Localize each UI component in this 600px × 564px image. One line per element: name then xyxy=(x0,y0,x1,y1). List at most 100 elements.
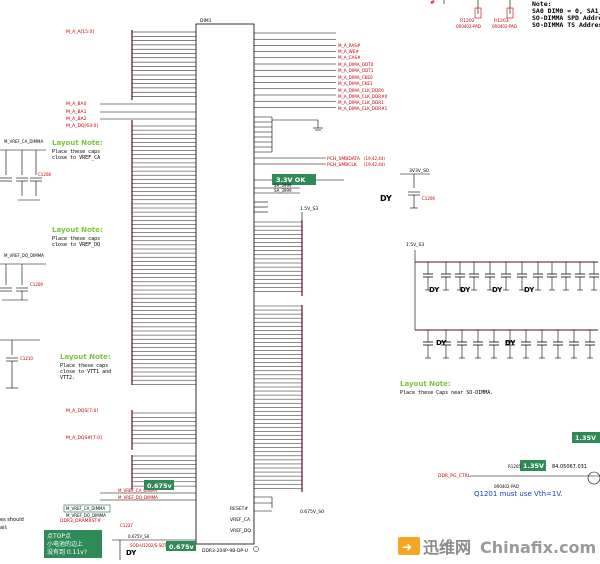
dy-label-4: DY xyxy=(492,286,503,294)
right-bottom-area: 1.35V 1.35V R1205 84.05067.031 DDR_PG_CT… xyxy=(438,432,600,498)
note-line-2: SO-DIMMA SPD Address is 0xA0 xyxy=(532,14,600,22)
cap-c1208: C1208 xyxy=(38,172,51,177)
r1206-label: 0R0402-PAD xyxy=(494,484,519,489)
left-net-labels: M_A_A[15:0] M_A_BA0 M_A_BA1 M_A_BA2 M_A_… xyxy=(66,29,102,441)
net-odt1: M_A_DIMA_ODT1 xyxy=(338,68,374,73)
cap-c1227: C1227 xyxy=(120,523,133,528)
layout-note-1-title: Layout Note: xyxy=(52,139,103,147)
smbclk-ref: (19,42,44) xyxy=(364,162,385,167)
smbus-area: PCH_SMBDATA PCH_SMBCLK (19,42,44) (19,42… xyxy=(254,156,385,213)
resistor-r1202: R1202 xyxy=(460,18,475,24)
sa0-label: SA_3999 xyxy=(274,183,292,188)
vtt-voltage-1: 0.675v xyxy=(147,482,173,490)
vtt-rail-bottom: 0.675V_S0 xyxy=(128,534,150,539)
resistor-pad-1: 0R0402-PAD xyxy=(456,24,481,29)
bottom-left-text-1: ail: xyxy=(0,525,8,531)
net-ba0: M_A_BA0 xyxy=(66,101,87,107)
chip-mount-icon xyxy=(253,546,259,552)
vtt-caps-left: C1210 xyxy=(0,339,40,389)
dm-ground xyxy=(254,116,323,153)
net-ba1: M_A_BA1 xyxy=(66,109,87,115)
layout-note-2-line-0: Place these caps xyxy=(52,236,100,242)
right-voltage-1: 1.35V xyxy=(575,434,596,442)
net-cas: M_A_CAS# xyxy=(338,55,361,60)
net-clk1: M_A_DIMA_CLK_DDR1 xyxy=(338,100,384,105)
right-voltage-box-2 xyxy=(520,460,546,471)
dy-label-3: DY xyxy=(460,286,471,294)
chip-part: DDR3-204P-9B-DP-U xyxy=(202,548,248,554)
chip-ref: DIM1 xyxy=(200,18,212,24)
sa1-label: SA_3999 xyxy=(274,188,292,193)
dy-label-6: DY xyxy=(436,339,447,347)
top-resistors: # R1202 R1203 0R0402-PAD 0R0402-PAD xyxy=(430,0,517,29)
cap-c1210: C1210 xyxy=(20,356,33,361)
watermark-cn: 迅维网 xyxy=(423,538,471,557)
net-dqs-n-bus: M_A_DQS#[7:0] xyxy=(66,435,102,441)
layout-note-1: Layout Note: Place these caps close to V… xyxy=(52,139,103,161)
vref-flag-box xyxy=(63,504,111,513)
reset-pin: RESET# xyxy=(230,506,248,512)
dy-label-1: DY xyxy=(380,194,392,203)
resistor-r1203: R1203 xyxy=(494,18,509,24)
net-smbclk: PCH_SMBCLK xyxy=(327,162,358,168)
vref-ca-left-label: M_VREF_CA_DIMMA xyxy=(4,139,43,144)
net-odt0: M_A_DIMA_ODT0 xyxy=(338,62,374,67)
vref-ca-pin: VREF_CA xyxy=(230,517,251,523)
layout-note-3: Layout Note: Place these caps close to V… xyxy=(60,353,111,381)
chinese-note-line-0: 点TOP点 xyxy=(47,532,71,540)
layout-note-3-title: Layout Note: xyxy=(60,353,111,361)
layout-note-4-title: Layout Note: xyxy=(400,380,451,388)
right-voltage-2: 1.35V xyxy=(523,462,544,470)
right-voltage-box-1 xyxy=(572,432,600,443)
net-we: M_A_WE# xyxy=(338,49,359,54)
part-number: 84.05067.031 xyxy=(552,464,587,470)
layout-note-2-title: Layout Note: xyxy=(52,226,103,234)
r1205-label: R1205 xyxy=(508,464,521,469)
spd-voltage: 3.3V OK xyxy=(276,176,306,184)
vdd-s0-label: 3V3V_S0 xyxy=(409,168,429,174)
layout-note-2-line-1: close to VREF_DQ xyxy=(52,242,100,248)
right-decoupling-caps: 1.5V_S3 DY DY DY DY DY DY xyxy=(406,242,599,359)
vdd-lines xyxy=(254,221,302,292)
spd-voltage-box xyxy=(272,174,316,185)
vtt-voltage-2: 0.675v xyxy=(169,543,195,551)
right-bus-lines xyxy=(254,32,336,108)
vref-dq-caps: M_VREF_DQ_DIMMA C1209 xyxy=(0,253,46,301)
watermark-en: Chinafix.com xyxy=(480,538,596,557)
layout-note-3-line-2: VTT2. xyxy=(60,375,75,381)
chinese-note-line-1: 小电池的边上 xyxy=(47,540,83,548)
ddr-reset-net: DDR3_DRAMRST# xyxy=(60,518,101,524)
bottom-vtt-area: RESET# VREF_CA VREF_DQ 0.675V_S0 M_VREF_… xyxy=(60,480,324,560)
header-note: Note: SA0 DIM0 = 0, SA1_DIM0 = 0 SO-DIMM… xyxy=(532,0,600,29)
bottom-left-text-0: es should xyxy=(0,517,24,523)
net-ras: M_A_RAS# xyxy=(338,43,361,48)
chinese-note-box: 点TOP点 小电池的边上 没有到 0.11v? xyxy=(44,530,102,558)
q1201-symbol xyxy=(587,471,600,485)
layout-note-4-line-0: Place these Caps near SO-DIMMA. xyxy=(400,390,493,396)
chinese-note-line-2: 没有到 0.11v? xyxy=(47,548,87,556)
layout-note-3-line-0: Place these caps xyxy=(60,363,108,369)
net-cke0: M_A_DIMA_CKE0 xyxy=(338,75,373,80)
right-control-labels: M_A_RAS# M_A_WE# M_A_CAS# M_A_DIMA_ODT0 … xyxy=(338,43,388,111)
watermark: ➜ 迅维网 Chinafix.com xyxy=(398,537,596,557)
net-dqs-bus: M_A_DQS[7:0] xyxy=(66,408,98,414)
vss-lines xyxy=(254,305,302,489)
left-bus-lines xyxy=(100,31,196,487)
net-vref-dq-bottom: M_VREF_DQ_DIMMA xyxy=(118,495,158,500)
net-cke1: M_A_DIMA_CKE1 xyxy=(338,81,373,86)
net-clk0: M_A_DIMA_CLK_DDR0 xyxy=(338,88,384,93)
vref-dq-left-label: M_VREF_DQ_DIMMA xyxy=(4,253,44,258)
vtt-voltage-box-1 xyxy=(144,480,174,490)
net-vref-ca-bottom: M_VREF_CA_DIMMA xyxy=(118,488,157,493)
watermark-logo-icon xyxy=(398,537,420,555)
chinese-note-bg xyxy=(44,530,102,558)
dy-label-2: DY xyxy=(429,286,440,294)
resistor-pad-2: 0R0402-PAD xyxy=(492,24,517,29)
vdd-rail-right: 1.5V_S3 xyxy=(406,242,424,248)
layout-note-1-line-1: close to VREF_CA xyxy=(52,155,100,161)
net-clk0n: M_A_DIMA_CLK_DDR#0 xyxy=(338,94,388,99)
note-line-0: Note: xyxy=(532,0,552,8)
vref-ca-caps: M_VREF_CA_DIMMA C1208 xyxy=(0,139,51,201)
layout-note-1-line-0: Place these caps xyxy=(52,149,100,155)
